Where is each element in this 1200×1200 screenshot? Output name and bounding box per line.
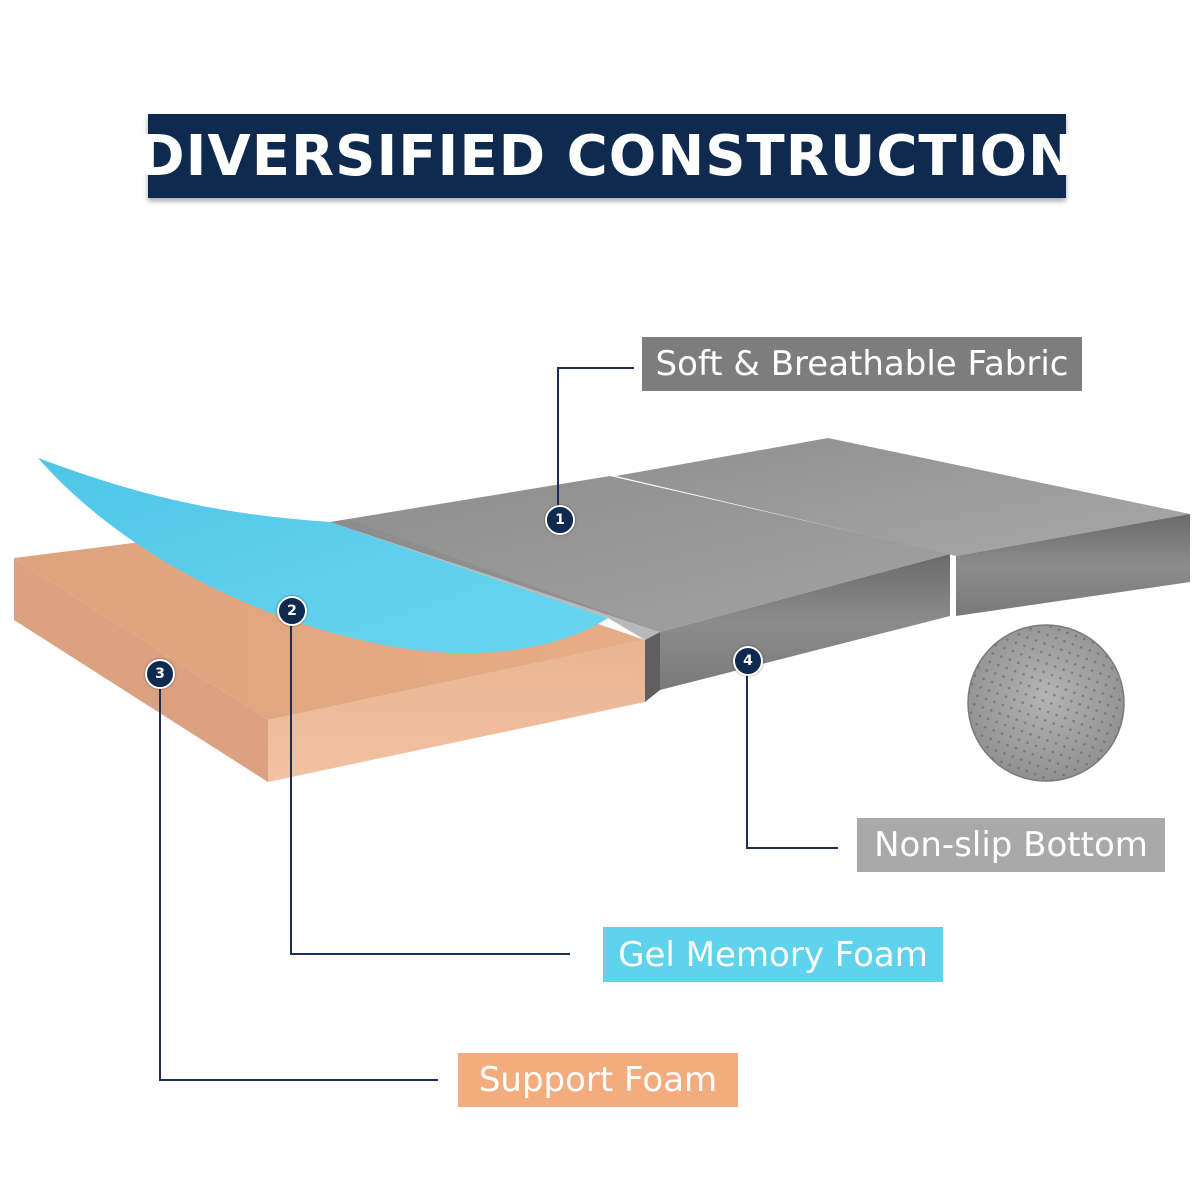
label-non-slip-bottom-text: Non-slip Bottom	[874, 825, 1148, 865]
label-support-foam-text: Support Foam	[478, 1060, 718, 1100]
leader-line-3	[159, 686, 438, 1081]
label-gel-memory-foam-text: Gel Memory Foam	[618, 934, 928, 975]
fabric-panel-a	[330, 476, 950, 702]
layer-marker-2: 2	[277, 596, 307, 626]
label-fabric-text: Soft & Breathable Fabric	[655, 344, 1069, 384]
page-title: DIVERSIFIED CONSTRUCTION	[138, 123, 1076, 189]
layer-marker-1: 1	[545, 505, 575, 535]
leader-lines	[159, 367, 838, 1081]
label-support-foam: Support Foam	[458, 1053, 738, 1107]
label-non-slip-bottom: Non-slip Bottom	[857, 818, 1165, 872]
layer-marker-3: 3	[145, 659, 175, 689]
leader-line-2	[290, 623, 570, 955]
non-slip-texture-circle	[967, 624, 1125, 782]
fabric-panel-b	[616, 438, 1190, 616]
gel-memory-foam-layer	[38, 458, 660, 654]
layer-marker-4: 4	[733, 646, 763, 676]
title-banner: DIVERSIFIED CONSTRUCTION	[138, 114, 1075, 198]
label-fabric: Soft & Breathable Fabric	[642, 337, 1082, 391]
leader-line-1	[557, 367, 634, 506]
label-gel-memory-foam: Gel Memory Foam	[603, 927, 943, 982]
leader-line-4	[746, 673, 838, 849]
